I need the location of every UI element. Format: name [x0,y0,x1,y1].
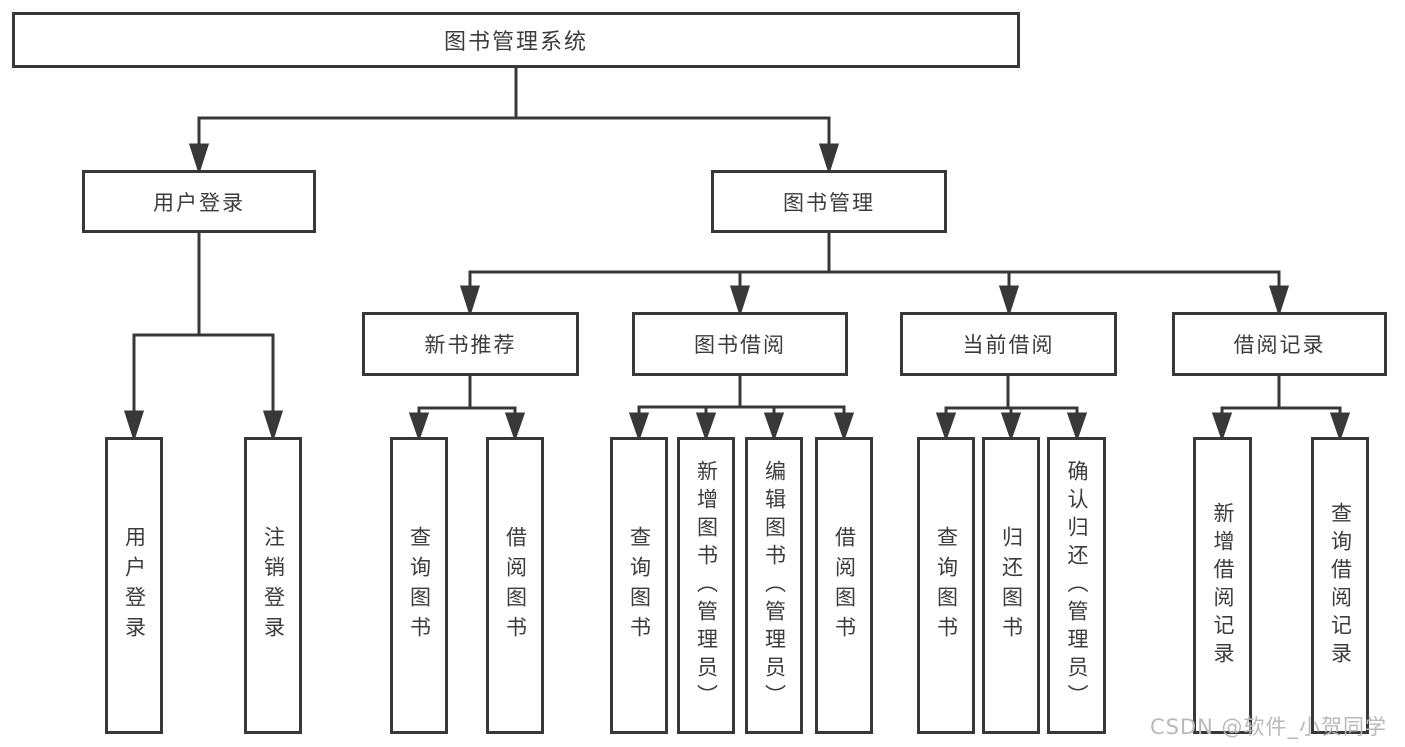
leaf-query-books-borrow: 查询图书 [610,437,668,734]
node-current-borrow: 当前借阅 [900,312,1117,376]
node-root-system: 图书管理系统 [12,12,1020,68]
node-book-borrow: 图书借阅 [632,312,848,376]
leaf-query-books-recommend: 查询图书 [390,437,448,734]
leaf-borrow-books: 借阅图书 [815,437,873,734]
leaf-user-login: 用户登录 [105,437,163,734]
watermark: CSDN @软件_小贺同学 [1150,715,1388,739]
node-borrow-records: 借阅记录 [1172,312,1387,376]
node-user-login: 用户登录 [82,170,316,233]
leaf-return-books: 归还图书 [982,437,1040,734]
leaf-borrow-books-recommend: 借阅图书 [486,437,544,734]
leaf-query-books-current: 查询图书 [917,437,975,734]
leaf-add-books-admin: 新增图书（管理员） [677,437,735,734]
node-new-book-recommend: 新书推荐 [362,312,579,376]
leaf-confirm-return-admin: 确认归还（管理员） [1047,437,1106,734]
leaf-logout: 注销登录 [244,437,302,734]
leaf-query-borrow-record: 查询借阅记录 [1311,437,1369,734]
leaf-add-borrow-record: 新增借阅记录 [1193,437,1252,734]
leaf-edit-books-admin: 编辑图书（管理员） [745,437,803,734]
node-book-management: 图书管理 [711,170,947,233]
